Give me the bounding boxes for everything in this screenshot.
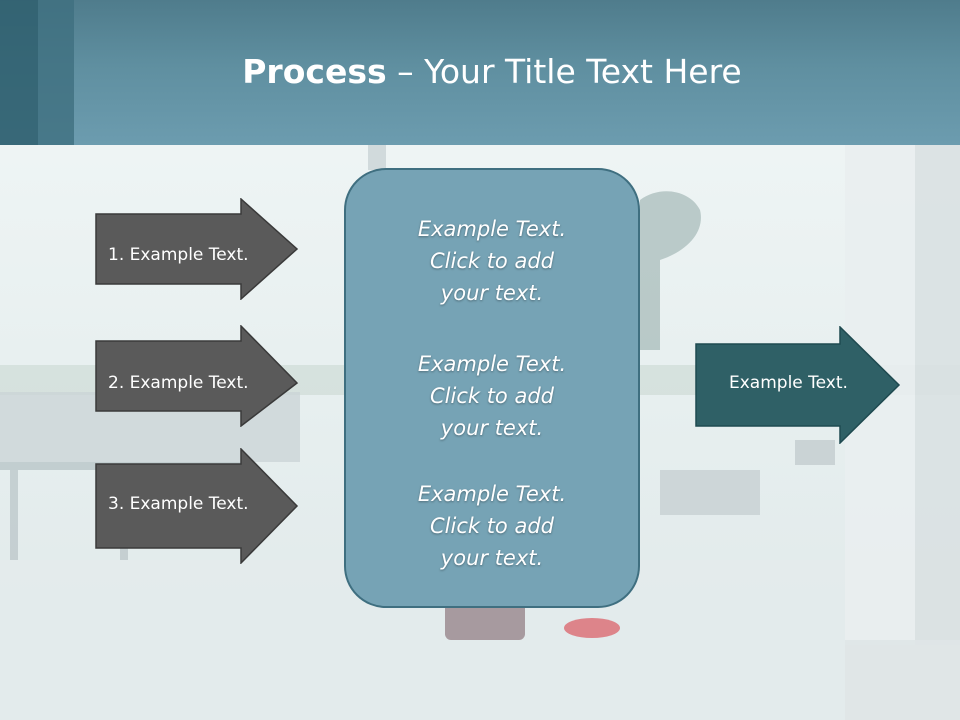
input-arrow-2 (95, 325, 299, 427)
title-bar (0, 0, 960, 145)
center-text-line: Click to add (429, 384, 554, 408)
input-arrow-3 (95, 448, 299, 564)
slide-title: Process – Your Title Text Here (0, 52, 960, 91)
center-text-line: your text. (440, 546, 544, 570)
input-arrow-1 (95, 198, 299, 300)
output-arrow (695, 326, 901, 444)
center-process-box (344, 168, 640, 608)
center-text-line: your text. (440, 416, 544, 440)
center-text-line: Example Text. (417, 217, 567, 241)
header-stripe (0, 0, 38, 145)
input-arrow-2-label: 2. Example Text. (108, 373, 249, 393)
title-bold: Process (242, 52, 387, 91)
center-text-line: Click to add (429, 514, 554, 538)
output-arrow-label: Example Text. (729, 373, 848, 393)
center-text-block-3: Example Text. Click to add your text. (344, 478, 640, 574)
title-rest: – Your Title Text Here (386, 52, 742, 91)
center-text-line: Click to add (429, 249, 554, 273)
center-text-line: your text. (440, 281, 544, 305)
center-text-block-1: Example Text. Click to add your text. (344, 213, 640, 309)
header-stripe (38, 0, 74, 145)
center-text-block-2: Example Text. Click to add your text. (344, 348, 640, 444)
center-text-line: Example Text. (417, 482, 567, 506)
center-text-line: Example Text. (417, 352, 567, 376)
input-arrow-3-label: 3. Example Text. (108, 494, 249, 514)
input-arrow-1-label: 1. Example Text. (108, 245, 249, 265)
